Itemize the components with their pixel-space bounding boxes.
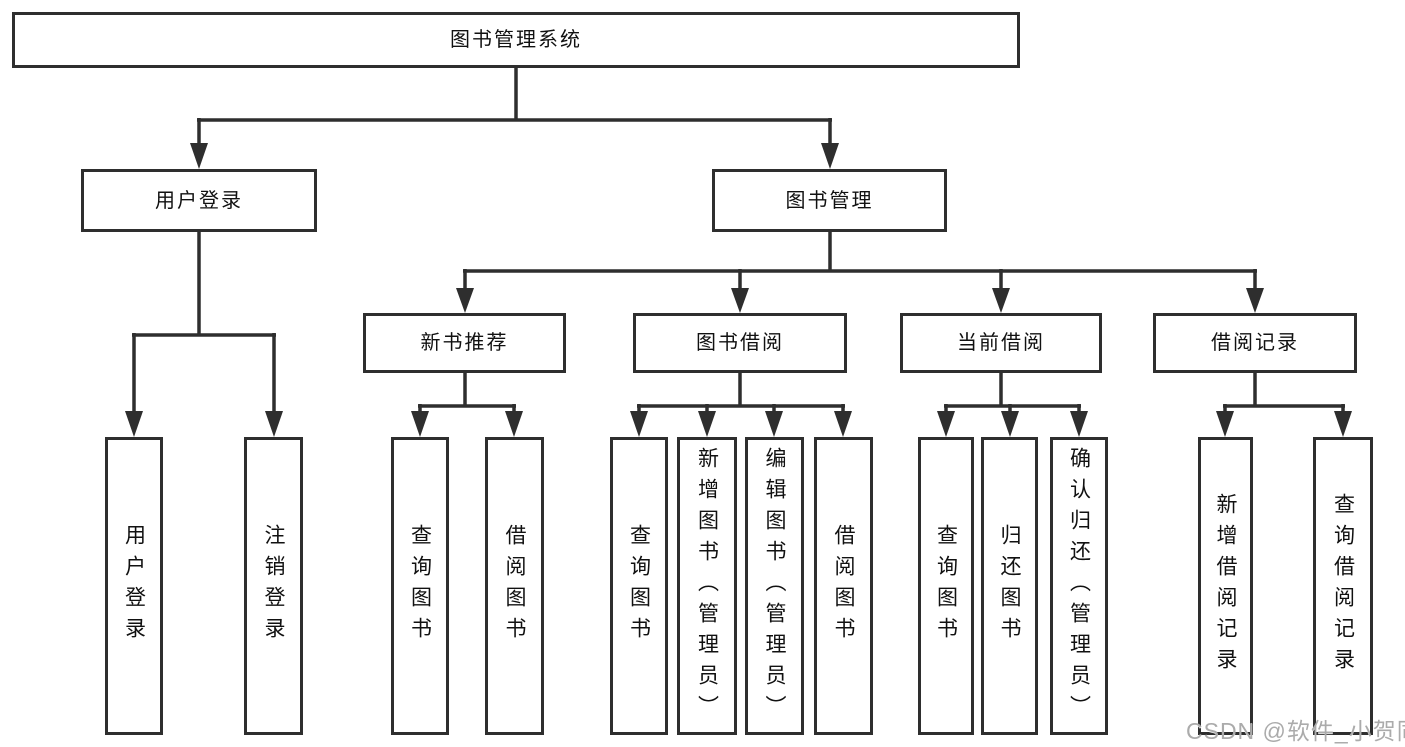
leaf-logout: 注销登录 (244, 437, 303, 735)
node-borrow-record: 借阅记录 (1153, 313, 1357, 373)
leaf-newbook-query-book: 查询图书 (391, 437, 449, 735)
node-current-borrow: 当前借阅 (900, 313, 1102, 373)
leaf-user-login: 用户登录 (105, 437, 163, 735)
leaf-bookborrow-edit-book-admin: 编辑图书（管理员） (745, 437, 804, 735)
node-new-book-recommend: 新书推荐 (363, 313, 566, 373)
leaf-record-add-borrow-record: 新增借阅记录 (1198, 437, 1253, 735)
leaf-bookborrow-add-book-admin: 新增图书（管理员） (677, 437, 737, 735)
leaf-bookborrow-borrow-book: 借阅图书 (814, 437, 873, 735)
leaf-currentborrow-return-book: 归还图书 (981, 437, 1038, 735)
node-user-login: 用户登录 (81, 169, 317, 232)
node-book-management: 图书管理 (712, 169, 947, 232)
leaf-record-query-borrow-record: 查询借阅记录 (1313, 437, 1373, 735)
watermark: CSDN @软件_小贺同学 (1186, 718, 1405, 744)
node-book-borrow: 图书借阅 (633, 313, 847, 373)
node-root: 图书管理系统 (12, 12, 1020, 68)
leaf-newbook-borrow-book: 借阅图书 (485, 437, 544, 735)
leaf-bookborrow-query-book: 查询图书 (610, 437, 668, 735)
leaf-currentborrow-confirm-return-admin: 确认归还（管理员） (1050, 437, 1108, 735)
leaf-currentborrow-query-book: 查询图书 (918, 437, 974, 735)
